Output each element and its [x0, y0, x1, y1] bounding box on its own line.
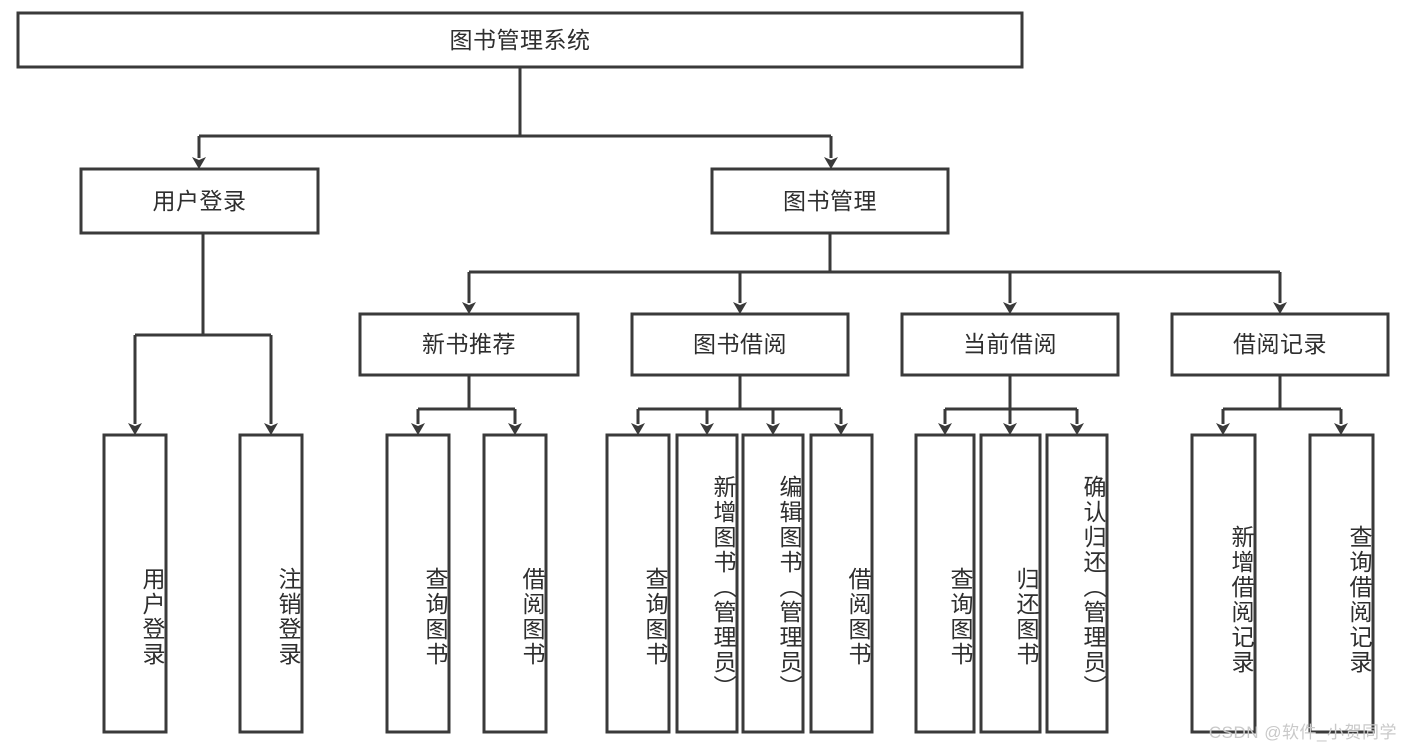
node-box-current-borrow[interactable]	[900, 312, 1120, 377]
node-box-book-borrow[interactable]	[630, 312, 850, 377]
csdn-watermark: CSDN @软件_小贺同学	[1208, 723, 1397, 742]
node-box-leaf-query-book-borrow[interactable]	[605, 433, 671, 734]
node-box-leaf-user-login[interactable]	[102, 433, 168, 734]
node-box-leaf-logout[interactable]	[238, 433, 304, 734]
node-box-leaf-query-book-rec[interactable]	[385, 433, 451, 734]
node-box-leaf-add-book[interactable]	[675, 433, 739, 734]
node-box-leaf-return-book[interactable]	[979, 433, 1042, 734]
node-box-new-book-recommend[interactable]	[358, 312, 580, 377]
node-box-leaf-add-record[interactable]	[1190, 433, 1257, 734]
node-box-leaf-query-book-current[interactable]	[914, 433, 976, 734]
node-box-borrow-record[interactable]	[1170, 312, 1390, 377]
node-box-leaf-confirm-return[interactable]	[1045, 433, 1109, 734]
node-box-root[interactable]	[16, 11, 1024, 69]
node-box-leaf-query-record[interactable]	[1308, 433, 1375, 734]
node-box-leaf-borrow-book-rec[interactable]	[482, 433, 548, 734]
node-box-leaf-borrow-book[interactable]	[809, 433, 874, 734]
node-box-user-login[interactable]	[79, 167, 320, 235]
node-box-leaf-edit-book[interactable]	[741, 433, 805, 734]
node-box-book-management[interactable]	[710, 167, 950, 235]
